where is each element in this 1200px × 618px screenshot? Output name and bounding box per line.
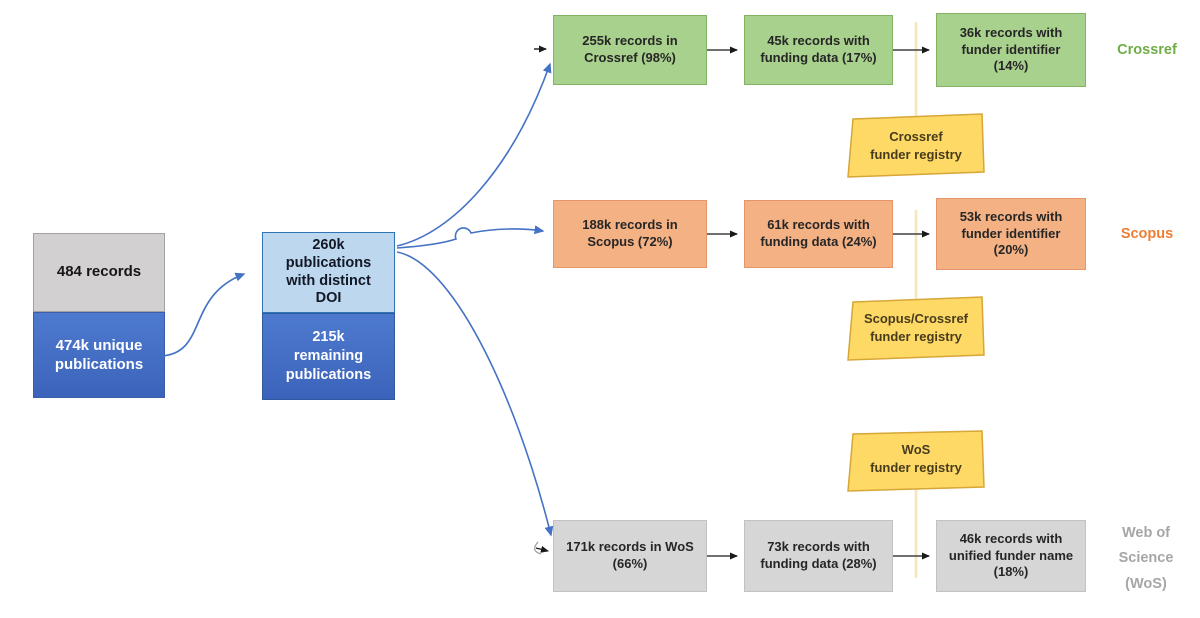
wos-row-label: Web of Science (WoS) xyxy=(1118,524,1174,592)
doi-to-scopus-arrow xyxy=(396,225,545,249)
scopus-row-label: Scopus xyxy=(1120,226,1174,242)
scopus-funding-box: 61k records with funding data (24%) xyxy=(744,200,893,268)
source-records-box: 484 records xyxy=(33,233,165,312)
wos-records-box: 171k records in WoS (66%) xyxy=(553,520,707,592)
source-to-doi-arrow xyxy=(161,272,246,357)
wos-unified-name-box: 46k records with unified funder name (18… xyxy=(936,520,1086,592)
distinct-doi-box: 260k publications with distinct DOI xyxy=(262,232,395,313)
crossref-row-label: Crossref xyxy=(1117,42,1177,58)
scopus-registry-label: Scopus/Crossref funder registry xyxy=(863,311,969,344)
doi-to-crossref-arrow xyxy=(396,62,552,247)
wos-funding-box: 73k records with funding data (28%) xyxy=(744,520,893,592)
crossref-registry-label: Crossref funder registry xyxy=(870,129,962,162)
crossref-identifier-box: 36k records with funder identifier (14%) xyxy=(936,13,1086,87)
doi-to-wos-arrow xyxy=(396,251,554,537)
wos-registry-label: WoS funder registry xyxy=(870,442,962,475)
source-publications-box: 474k unique publications xyxy=(33,312,165,398)
crossref-records-box: 255k records in Crossref (98%) xyxy=(553,15,707,85)
wos-stub-arrow xyxy=(535,545,549,553)
scopus-records-box: 188k records in Scopus (72%) xyxy=(553,200,707,268)
wos-stub-curl xyxy=(534,541,542,555)
crossref-funding-box: 45k records with funding data (17%) xyxy=(744,15,893,85)
remaining-publications-box: 215k remaining publications xyxy=(262,313,395,400)
scopus-identifier-box: 53k records with funder identifier (20%) xyxy=(936,198,1086,270)
